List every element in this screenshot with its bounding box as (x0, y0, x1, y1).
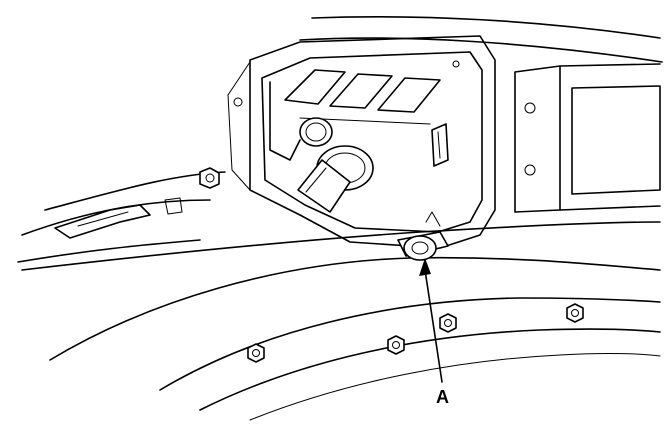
lower-mounting-nuts (247, 303, 584, 363)
left-bumper-clip (54, 197, 183, 239)
fog-light-housing (227, 35, 496, 249)
callout-label-a: A (436, 387, 449, 407)
grille-slots (284, 69, 441, 125)
bumper-outline (17, 16, 663, 421)
bulb-socket (297, 117, 374, 213)
left-mounting-nut (199, 167, 220, 189)
right-bracket (233, 60, 661, 213)
fastener-a (397, 211, 449, 261)
housing-side-tab (431, 123, 449, 167)
callout-leader-a (419, 258, 443, 383)
